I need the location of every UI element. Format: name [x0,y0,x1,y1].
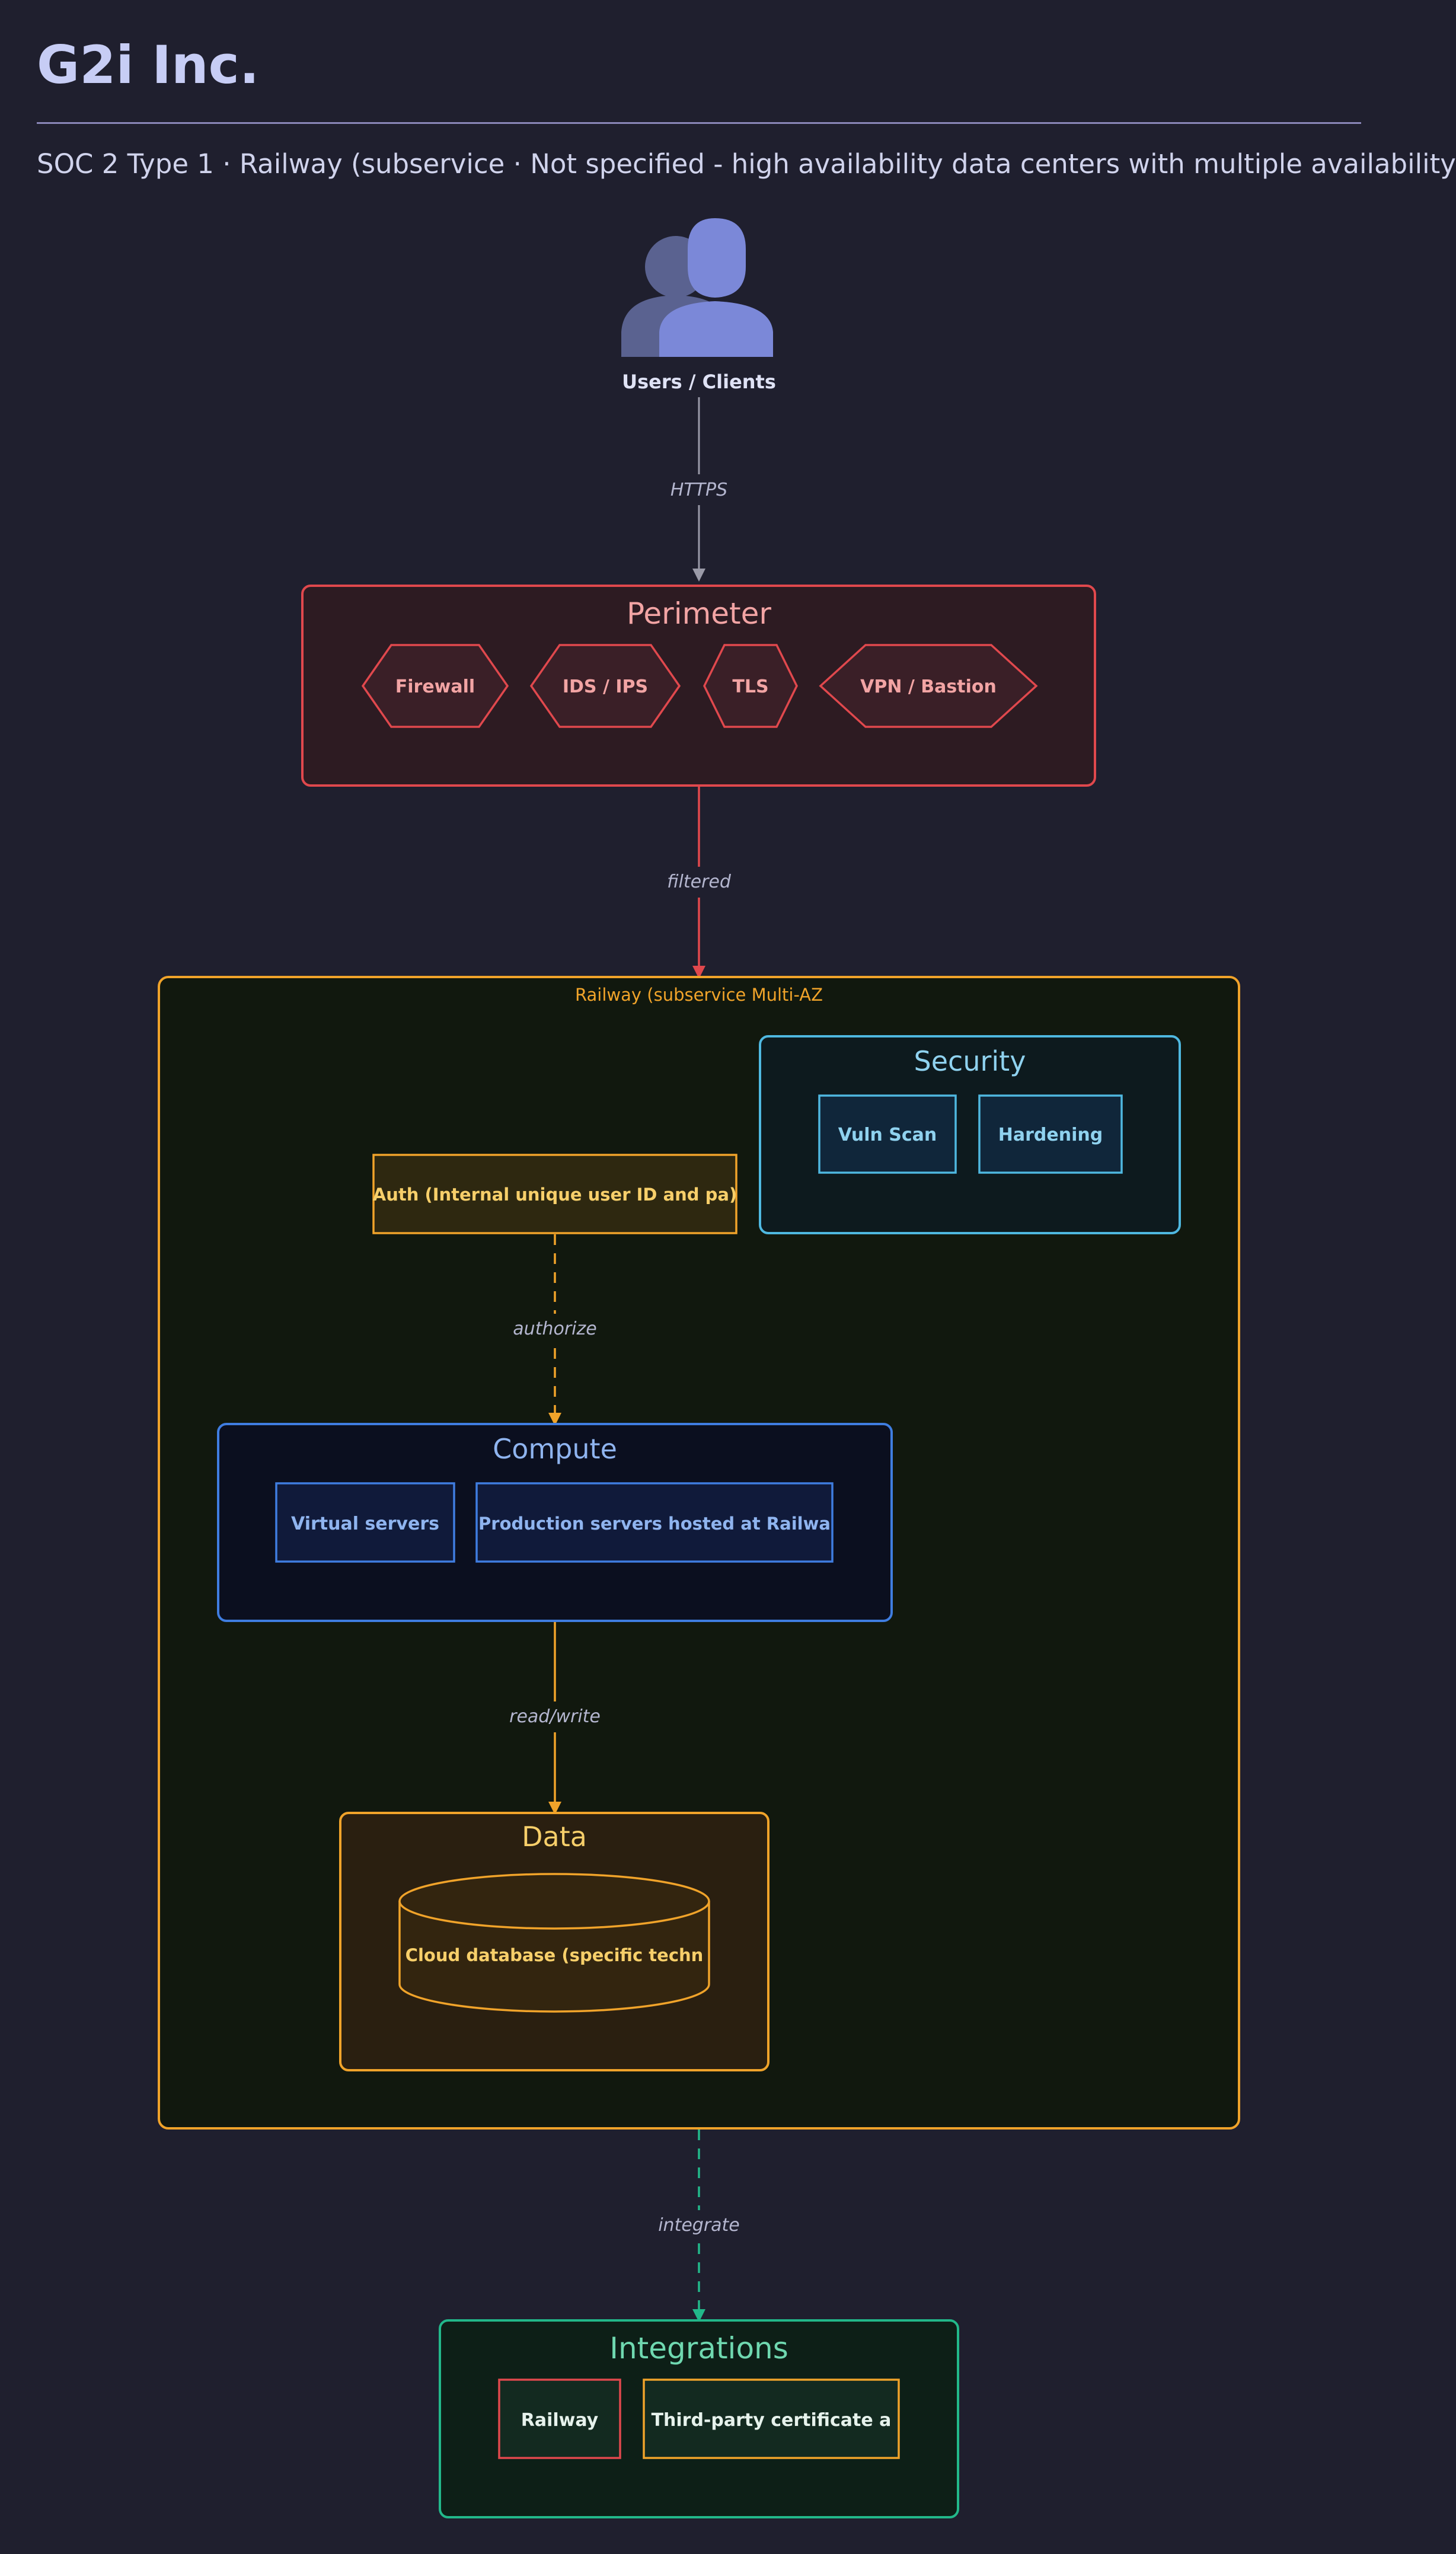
vuln-scan-label: Vuln Scan [838,1125,937,1145]
edge-label-filtered: filtered [667,871,732,892]
tls-label: TLS [732,676,768,697]
page-title: G2i Inc. [37,34,260,95]
integrations-title: Integrations [609,2331,788,2365]
security-zone [759,1035,1181,1234]
perimeter-title: Perimeter [627,596,771,631]
page-subtitle: SOC 2 Type 1 · Railway (subservice · Not… [37,148,1456,180]
compute-virtual-servers[interactable]: Virtual servers [275,1482,455,1563]
compute-production-servers[interactable]: Production servers hosted at Railwa [475,1482,834,1563]
ids-ips-label: IDS / IPS [563,676,648,697]
integration-third-party-certificate[interactable]: Third-party certificate a [643,2379,900,2459]
edge-label-read-write: read/write [509,1706,601,1727]
users-label: Users / Clients [622,371,776,393]
production-servers-label: Production servers hosted at Railwa [478,1514,831,1534]
title-divider [37,122,1361,124]
edge-label-https: HTTPS [670,480,727,500]
compute-title: Compute [493,1433,617,1465]
perimeter-tls[interactable]: TLS [703,644,798,728]
railway-label: Railway [521,2410,599,2431]
architecture-diagram: Users / Clients HTTPS Perimeter Firewall… [158,218,1240,2518]
perimeter-vpn-bastion[interactable]: VPN / Bastion [819,644,1038,728]
perimeter-firewall[interactable]: Firewall [361,644,509,728]
data-title: Data [522,1821,587,1853]
cloud-label: Railway (subservice Multi-AZ [575,985,823,1005]
perimeter-zone [301,585,1096,787]
users-icon [621,218,773,357]
vpn-bastion-label: VPN / Bastion [860,676,997,697]
firewall-label: Firewall [395,676,475,697]
database-cylinder[interactable]: Cloud database (specific techn [398,1873,710,2013]
edge-label-authorize: authorize [513,1318,596,1339]
auth-node[interactable]: Auth (Internal unique user ID and pa) [372,1154,737,1234]
hardening-label: Hardening [998,1125,1103,1145]
virtual-servers-label: Virtual servers [291,1514,439,1534]
security-title: Security [914,1045,1026,1077]
auth-label: Auth (Internal unique user ID and pa) [373,1185,737,1205]
security-hardening[interactable]: Hardening [978,1094,1123,1174]
perimeter-ids-ips[interactable]: IDS / IPS [529,644,681,728]
third-party-certificate-label: Third-party certificate a [652,2410,892,2431]
database-label: Cloud database (specific techn [405,1945,704,1965]
security-vuln-scan[interactable]: Vuln Scan [818,1094,957,1174]
edge-label-integrate: integrate [658,2215,740,2236]
integration-railway[interactable]: Railway [498,2379,621,2459]
